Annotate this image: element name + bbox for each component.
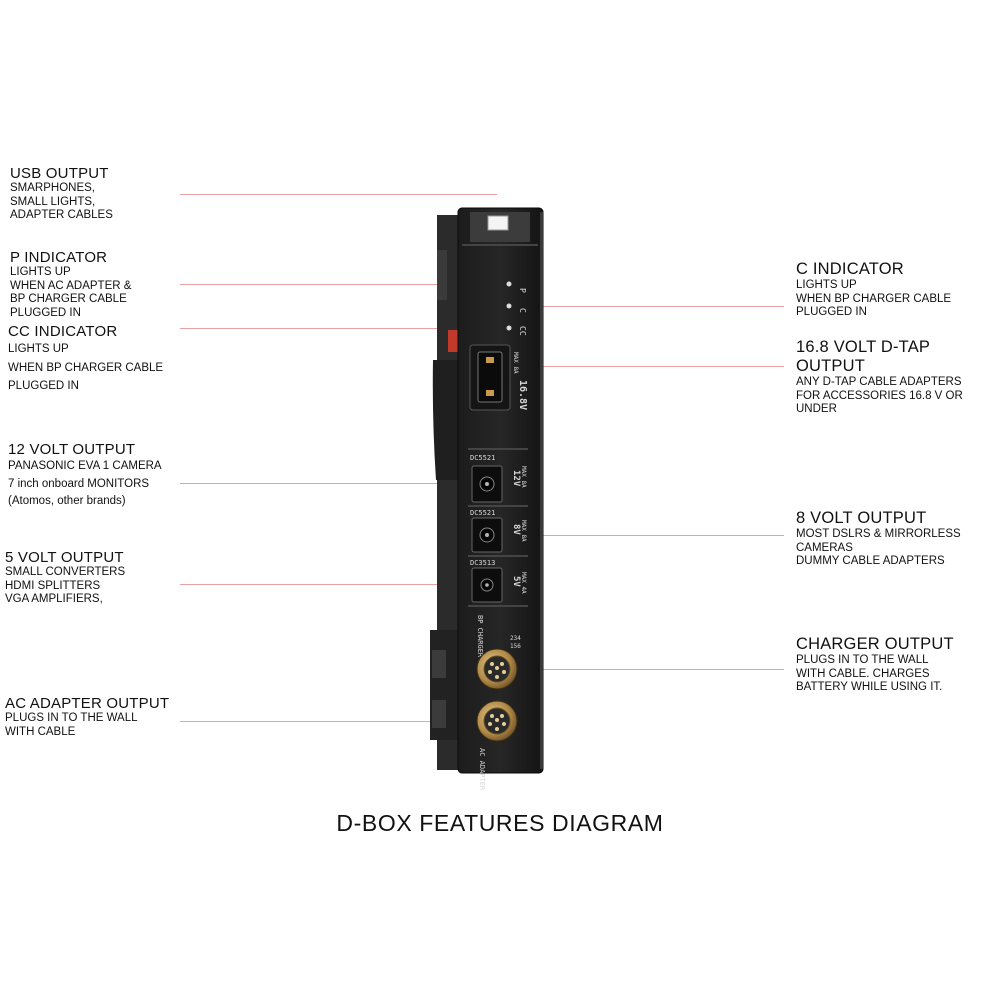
dtap-max-label: MAX 8A bbox=[512, 352, 519, 374]
callout-line: BATTERY WHILE USING IT. bbox=[796, 681, 943, 693]
port-5v-max-label: MAX 4A bbox=[520, 572, 527, 594]
pin-legend-1: 234 bbox=[510, 635, 521, 642]
callout-title: 8 VOLT OUTPUT bbox=[796, 509, 927, 527]
callout-line: WHEN BP CHARGER CABLE bbox=[8, 361, 164, 374]
callout-line: WITH CABLE. CHARGES bbox=[796, 667, 930, 680]
leader-line-dtap bbox=[495, 366, 784, 367]
callout-line: UNDER bbox=[796, 403, 837, 415]
bp-charger-connector: BP CHARGER 234 156 bbox=[468, 605, 528, 690]
callout-line: LIGHTS UP bbox=[10, 266, 71, 278]
cc-led-icon bbox=[506, 325, 512, 331]
indicator-leds: P C CC bbox=[506, 281, 527, 336]
port-5v: DC3513 5V MAX 4A bbox=[468, 555, 528, 603]
mounting-plate bbox=[430, 215, 462, 770]
callout-line: DUMMY CABLE ADAPTERS bbox=[796, 555, 945, 567]
callout-line: SMALL LIGHTS, bbox=[10, 195, 96, 208]
bp-charger-label: BP CHARGER bbox=[476, 615, 484, 658]
leader-line-charger bbox=[500, 669, 784, 670]
callout-title: 5 VOLT OUTPUT bbox=[5, 549, 124, 566]
callout-line: SMALL CONVERTERS bbox=[5, 566, 126, 578]
callout-line: MOST DSLRS & MIRRORLESS bbox=[796, 528, 961, 540]
leader-line-usb bbox=[180, 194, 497, 195]
callout-line: HDMI SPLITTERS bbox=[5, 579, 101, 592]
p-led-icon bbox=[506, 281, 512, 287]
callout-line: FOR ACCESSORIES 16.8 V OR bbox=[796, 389, 963, 402]
callout-line: PLUGGED IN bbox=[10, 306, 81, 319]
port-8v-type-label: DC5521 bbox=[470, 509, 495, 517]
leader-line-5v bbox=[180, 584, 482, 585]
port-5v-rating-label: 5V bbox=[511, 576, 521, 587]
callout-line: CAMERAS bbox=[796, 541, 853, 554]
led-label-cc: CC bbox=[518, 326, 527, 336]
callout-line: (Atomos, other brands) bbox=[8, 495, 126, 507]
callout-line: PLUGS IN TO THE WALL bbox=[796, 654, 929, 666]
dtap-rating-label: 16.8V bbox=[517, 380, 528, 410]
diagram-caption: D-BOX FEATURES DIAGRAM bbox=[336, 810, 664, 836]
leader-line-p bbox=[180, 284, 507, 285]
led-label-p: P bbox=[518, 288, 527, 293]
port-12v: DC5521 12V MAX 8A bbox=[468, 448, 528, 503]
callout-8-volt-output: 8 VOLT OUTPUT MOST DSLRS & MIRRORLESS CA… bbox=[796, 509, 961, 569]
callout-line: WITH CABLE bbox=[5, 725, 76, 738]
callout-line: WHEN AC ADAPTER & bbox=[10, 279, 132, 292]
callout-line: LIGHTS UP bbox=[796, 279, 857, 291]
port-8v-max-label: MAX 8A bbox=[520, 520, 527, 542]
callout-line: LIGHTS UP bbox=[8, 343, 69, 355]
pin-legend-2: 156 bbox=[510, 643, 521, 650]
callout-usb-output: USB OUTPUT SMARPHONES, SMALL LIGHTS, ADA… bbox=[10, 165, 113, 223]
callout-line: SMARPHONES, bbox=[10, 182, 95, 194]
callout-title: 12 VOLT OUTPUT bbox=[8, 441, 136, 458]
callout-charger-output: CHARGER OUTPUT PLUGS IN TO THE WALL WITH… bbox=[796, 635, 954, 695]
leader-line-12v bbox=[180, 483, 486, 484]
callout-title: 16.8 VOLT D-TAP OUTPUT bbox=[796, 338, 930, 375]
usb-port bbox=[487, 215, 509, 231]
callout-line: BP CHARGER CABLE bbox=[10, 293, 127, 305]
port-12v-rating-label: 12V bbox=[511, 470, 521, 487]
callout-c-indicator: C INDICATOR LIGHTS UP WHEN BP CHARGER CA… bbox=[796, 260, 951, 320]
ac-adapter-connector: AC ADAPTER bbox=[476, 700, 518, 791]
callout-cc-indicator: CC INDICATOR LIGHTS UP WHEN BP CHARGER C… bbox=[8, 323, 163, 394]
callout-ac-adapter-output: AC ADAPTER OUTPUT PLUGS IN TO THE WALL W… bbox=[5, 695, 169, 739]
callout-line: ADAPTER CABLES bbox=[10, 209, 113, 221]
callout-line: ANY D-TAP CABLE ADAPTERS bbox=[796, 376, 962, 388]
leader-line-8v bbox=[490, 535, 784, 536]
callout-line: PLUGGED IN bbox=[796, 306, 867, 318]
callout-line: PLUGGED IN bbox=[8, 380, 79, 392]
callout-title: CC INDICATOR bbox=[8, 323, 118, 340]
leader-line-c bbox=[515, 306, 784, 307]
callout-title: AC ADAPTER OUTPUT bbox=[5, 695, 170, 712]
callout-p-indicator: P INDICATOR LIGHTS UP WHEN AC ADAPTER & … bbox=[10, 249, 131, 320]
port-8v-rating-label: 8V bbox=[511, 524, 521, 535]
callout-16-8-volt-dtap-output: 16.8 VOLT D-TAP OUTPUT ANY D-TAP CABLE A… bbox=[796, 338, 1000, 417]
c-led-icon bbox=[506, 303, 512, 309]
dtap-port: 16.8V MAX 8A bbox=[469, 344, 528, 411]
port-12v-type-label: DC5521 bbox=[470, 454, 495, 462]
callout-12-volt-output: 12 VOLT OUTPUT PANASONIC EVA 1 CAMERA 7 … bbox=[8, 441, 162, 509]
callout-line: 7 inch onboard MONITORS bbox=[8, 477, 150, 490]
port-12v-max-label: MAX 8A bbox=[520, 466, 527, 488]
led-label-c: C bbox=[518, 308, 527, 313]
callout-5-volt-output: 5 VOLT OUTPUT SMALL CONVERTERS HDMI SPLI… bbox=[5, 549, 125, 607]
leader-line-ac bbox=[180, 721, 495, 722]
callout-title: C INDICATOR bbox=[796, 260, 904, 278]
leader-line-cc bbox=[180, 328, 508, 329]
callout-line: WHEN BP CHARGER CABLE bbox=[796, 292, 952, 305]
callout-title: USB OUTPUT bbox=[10, 165, 109, 182]
callout-line: PLUGS IN TO THE WALL bbox=[5, 712, 138, 724]
port-8v: DC5521 8V MAX 8A bbox=[468, 505, 528, 553]
port-5v-type-label: DC3513 bbox=[470, 559, 495, 567]
callout-title: CHARGER OUTPUT bbox=[796, 635, 954, 653]
callout-line: PANASONIC EVA 1 CAMERA bbox=[8, 460, 162, 472]
ac-adapter-label: AC ADAPTER bbox=[478, 748, 486, 791]
callout-title: P INDICATOR bbox=[10, 249, 108, 266]
callout-line: VGA AMPLIFIERS, bbox=[5, 593, 103, 605]
